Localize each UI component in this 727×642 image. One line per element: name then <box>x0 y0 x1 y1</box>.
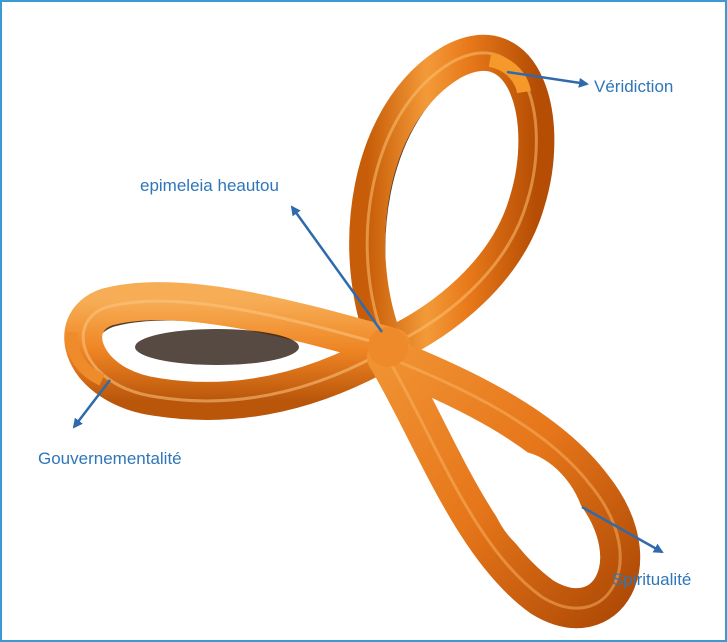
label-veridiction: Véridiction <box>594 77 673 97</box>
center-knot <box>368 327 408 367</box>
label-spiritualite: Spiritualité <box>612 570 691 590</box>
label-epimeleia-heautou: epimeleia heautou <box>140 176 279 196</box>
loop-left <box>72 301 392 401</box>
label-gouvernementalite: Gouvernementalité <box>38 449 182 469</box>
top-loop-opening <box>416 87 513 237</box>
